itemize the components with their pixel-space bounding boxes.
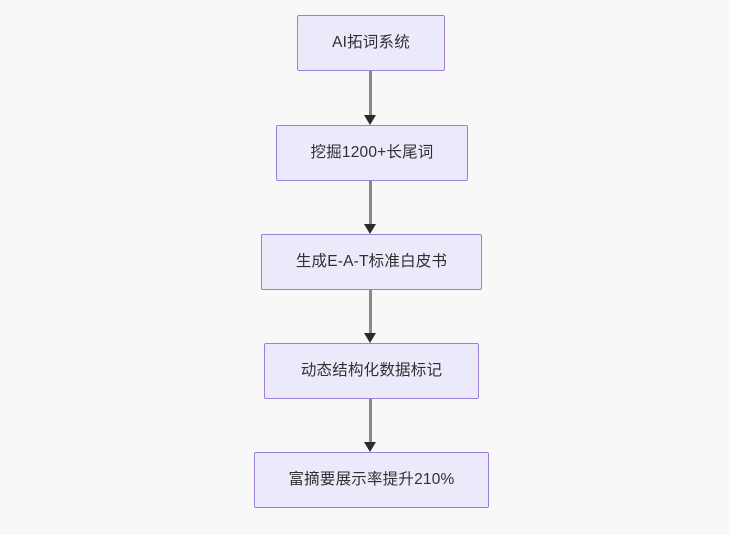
connector-line-4 [369,399,372,442]
flow-node-ai-keyword-system[interactable]: AI拓词系统 [297,15,445,71]
flow-node-mine-longtail-keywords[interactable]: 挖掘1200+长尾词 [276,125,468,181]
flow-node-label: AI拓词系统 [332,33,410,51]
arrowhead-3 [364,333,376,343]
flow-node-label: 富摘要展示率提升210% [288,470,455,488]
flow-node-generate-eat-whitepaper[interactable]: 生成E-A-T标准白皮书 [261,234,482,290]
flow-node-label: 挖掘1200+长尾词 [310,143,434,161]
connector-line-1 [369,71,372,115]
connector-line-3 [369,290,372,333]
arrowhead-4 [364,442,376,452]
arrowhead-2 [364,224,376,234]
flow-node-dynamic-structured-data-markup[interactable]: 动态结构化数据标记 [264,343,479,399]
connector-line-2 [369,181,372,224]
flow-node-label: 生成E-A-T标准白皮书 [295,252,448,270]
flow-node-label: 动态结构化数据标记 [300,361,443,379]
flow-node-rich-snippet-impression-uplift[interactable]: 富摘要展示率提升210% [254,452,489,508]
arrowhead-1 [364,115,376,125]
